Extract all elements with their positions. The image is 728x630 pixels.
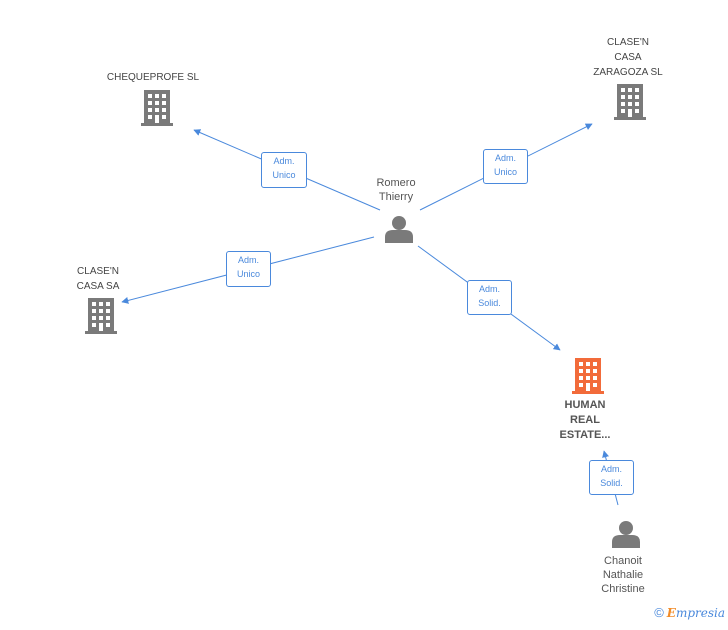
node-label-human-real-estate[interactable]: HUMAN REAL ESTATE...	[545, 398, 625, 443]
node-label-line: Nathalie	[602, 569, 644, 581]
edge-label-line: Unico	[272, 170, 296, 180]
edge-label-romero-human[interactable]: Adm. Solid.	[467, 280, 512, 315]
node-label-line: ZARAGOZA SL	[593, 67, 663, 78]
node-label-line: Christine	[601, 583, 645, 595]
node-label-casa-zaragoza[interactable]: CLASE'N CASA ZARAGOZA SL	[568, 35, 688, 80]
brand-wordmark: Empresia	[667, 606, 725, 620]
edge-label-romero-chequeprofe[interactable]: Adm. Unico	[261, 152, 307, 188]
node-label-line: Thierry	[378, 191, 414, 203]
node-label-line: Romero	[376, 177, 416, 189]
node-label-romero[interactable]: Romero Thierry	[356, 176, 436, 204]
node-label-chequeprofe[interactable]: CHEQUEPROFE SL	[96, 70, 210, 85]
node-label-chanoit[interactable]: Chanoit Nathalie Christine	[583, 554, 663, 596]
building-icon[interactable]	[572, 358, 604, 394]
edge-label-romero-casa-sa[interactable]: Adm. Unico	[226, 251, 271, 287]
building-icon[interactable]	[85, 298, 117, 334]
brand-rest: mpresia	[675, 605, 725, 620]
edge-label-romero-casa-zaragoza[interactable]: Adm. Unico	[483, 149, 528, 184]
building-icon[interactable]	[614, 84, 646, 120]
edge-label-line: Adm.	[237, 255, 259, 265]
node-label-line: Chanoit	[604, 555, 642, 567]
edge-label-line: Adm.	[494, 153, 516, 163]
node-label-line: CLASE'N	[607, 37, 649, 48]
edge-label-line: Adm.	[478, 284, 500, 294]
edge-label-line: Solid.	[478, 298, 501, 308]
node-label-line: CASA SA	[76, 281, 120, 292]
empresia-logo: © Empresia	[654, 605, 725, 620]
edge-label-line: Solid.	[600, 478, 623, 488]
edge-label-line: Adm.	[600, 464, 622, 474]
edge-label-line: Unico	[236, 269, 260, 279]
node-label-line: CASA	[614, 52, 642, 63]
edge-label-line: Unico	[493, 167, 517, 177]
node-label-line: REAL	[570, 414, 600, 426]
node-label-line: ESTATE...	[559, 429, 611, 441]
building-icon[interactable]	[141, 90, 173, 126]
person-icon[interactable]	[384, 215, 414, 243]
edge-label-chanoit-human[interactable]: Adm. Solid.	[589, 460, 634, 495]
node-label-line: HUMAN	[564, 399, 606, 411]
person-icon[interactable]	[611, 520, 641, 548]
edge-label-line: Adm.	[273, 156, 295, 166]
copyright-symbol: ©	[654, 605, 664, 620]
node-label-casa-sa[interactable]: CLASE'N CASA SA	[58, 264, 138, 294]
node-label-line: CLASE'N	[77, 266, 119, 277]
brand-e: E	[666, 605, 676, 620]
node-label-line: CHEQUEPROFE SL	[106, 72, 200, 83]
